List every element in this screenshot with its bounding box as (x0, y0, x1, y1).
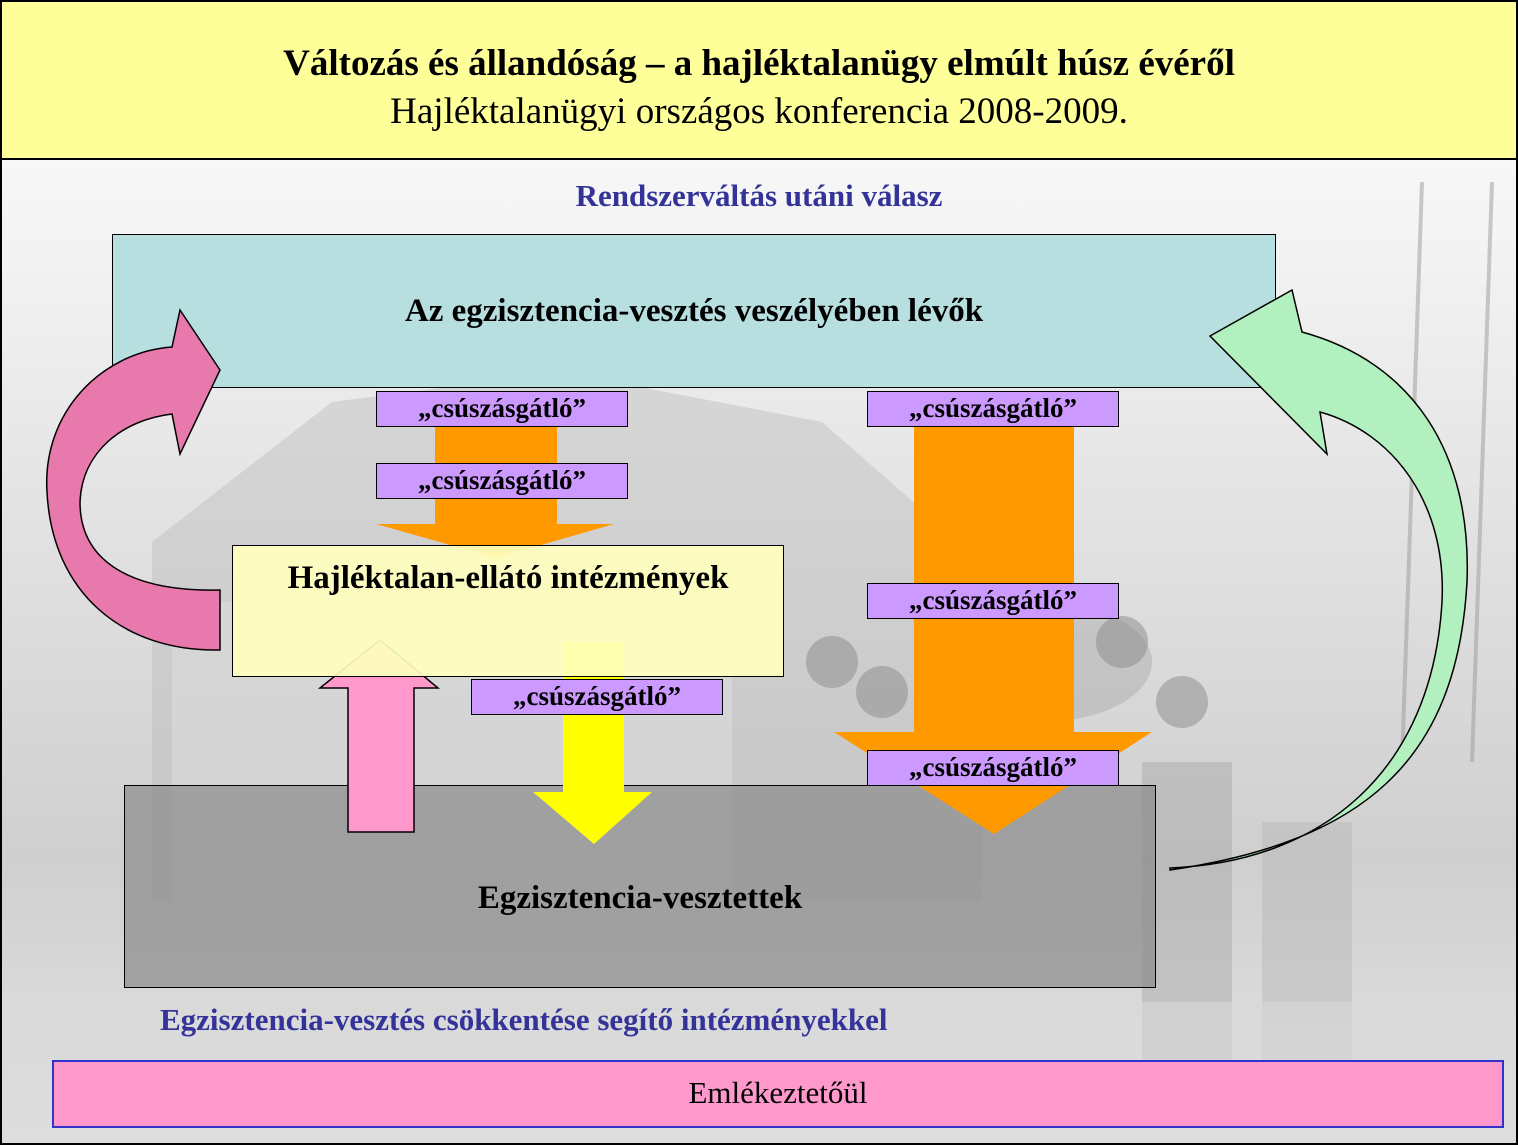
anti-slip-tag: „csúszásgátló” (376, 391, 628, 427)
header-title: Változás és állandóság – a hajléktalanüg… (283, 43, 1235, 84)
header-subtitle: Hajléktalanügyi országos konferencia 200… (390, 91, 1128, 132)
shelters-label: Hajléktalan-ellátó intézmények (287, 560, 729, 596)
shelters-box: Hajléktalan-ellátó intézmények (232, 545, 784, 677)
footer-label: Emlékeztetőül (688, 1075, 868, 1110)
top-heading: Rendszerváltás utáni válasz (575, 178, 943, 213)
anti-slip-tag: „csúszásgátló” (867, 391, 1119, 427)
anti-slip-tag: „csúszásgátló” (376, 463, 628, 499)
anti-slip-tag: „csúszásgátló” (867, 750, 1119, 786)
footer-banner: Emlékeztetőül (52, 1060, 1504, 1128)
at-risk-box: Az egzisztencia-vesztés veszélyében lévő… (112, 234, 1276, 388)
at-risk-label: Az egzisztencia-vesztés veszélyében lévő… (404, 292, 984, 329)
lost-label: Egzisztencia-vesztettek (477, 880, 803, 916)
anti-slip-tag: „csúszásgátló” (867, 583, 1119, 619)
anti-slip-tag: „csúszásgátló” (471, 679, 723, 715)
pink-curved-arrow (46, 308, 221, 651)
header-banner: Változás és állandóság – a hajléktalanüg… (2, 2, 1516, 160)
green-curved-arrow (1169, 288, 1469, 871)
bottom-heading: Egzisztencia-vesztés csökkentése segítő … (160, 1002, 888, 1037)
